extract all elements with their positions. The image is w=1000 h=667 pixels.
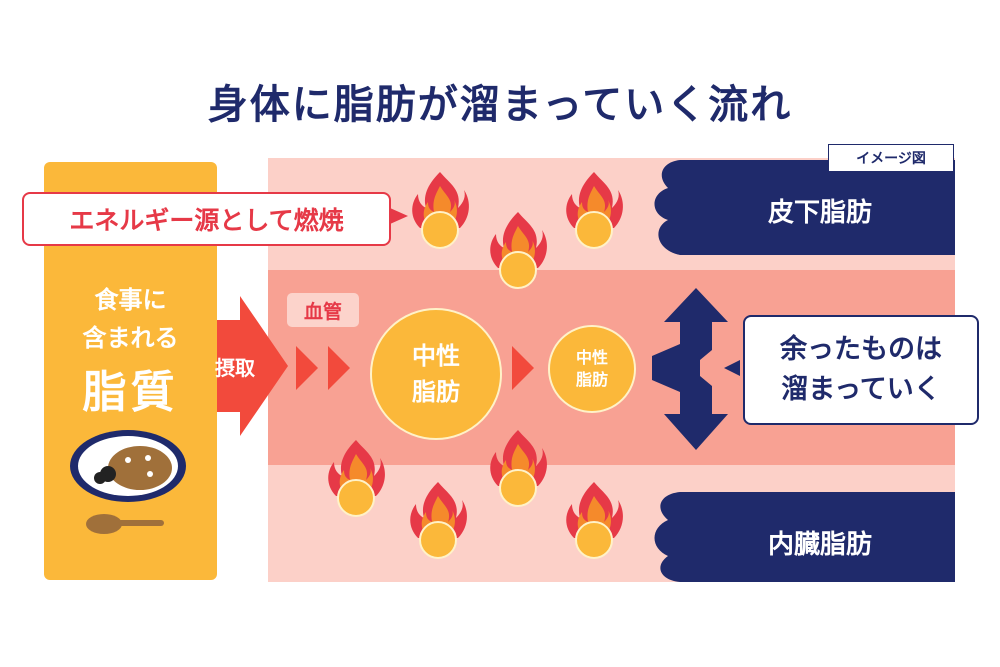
flame-icon — [410, 482, 467, 559]
spoon-icon — [86, 514, 164, 534]
chevron-right-icon — [296, 346, 318, 390]
triglyceride-small-line1: 中性 — [575, 348, 608, 367]
intake-label: 摂取 — [215, 356, 255, 380]
panel-line-1: 食事に — [94, 286, 167, 314]
storage-line2: 溜まっていく — [781, 374, 941, 405]
burn-callout: エネルギー源として燃焼 — [22, 192, 391, 246]
visceral-fat-label: 内臓脂肪 — [767, 530, 872, 560]
pointer-arrow — [390, 208, 408, 224]
triglyceride-large-line1: 中性 — [412, 342, 460, 370]
flame-icon — [490, 430, 547, 507]
pointer-arrow — [724, 360, 740, 376]
subcutaneous-fat-label: 皮下脂肪 — [767, 198, 872, 228]
triglyceride-small-line2: 脂肪 — [575, 370, 608, 389]
intake-arrow — [196, 296, 288, 436]
panel-line-2: 含まれる — [82, 324, 179, 352]
curry-plate-icon — [70, 430, 186, 502]
subcutaneous-fat-cloud — [654, 160, 955, 255]
visceral-fat-cloud — [654, 492, 955, 582]
flame-icon — [412, 172, 469, 249]
double-arrow-icon — [652, 288, 728, 450]
panel-line-3: 脂質 — [82, 367, 179, 418]
legend-label: イメージ図 — [828, 144, 954, 172]
storage-callout: 余ったものは 溜まっていく — [743, 315, 979, 425]
flame-icon — [566, 482, 623, 559]
chevron-right-icon — [328, 346, 350, 390]
page-title: 身体に脂肪が溜まっていく流れ — [207, 82, 793, 128]
blood-vessel-label: 血管 — [287, 293, 359, 327]
triglyceride-small: 中性 脂肪 — [548, 325, 636, 413]
flame-icon — [566, 172, 623, 249]
triglyceride-large: 中性 脂肪 — [370, 308, 502, 440]
flame-icon — [328, 440, 385, 517]
triglyceride-large-line2: 脂肪 — [412, 378, 460, 406]
storage-line1: 余ったものは — [780, 334, 942, 365]
flame-icon — [490, 212, 547, 289]
chevron-right-icon — [512, 346, 534, 390]
